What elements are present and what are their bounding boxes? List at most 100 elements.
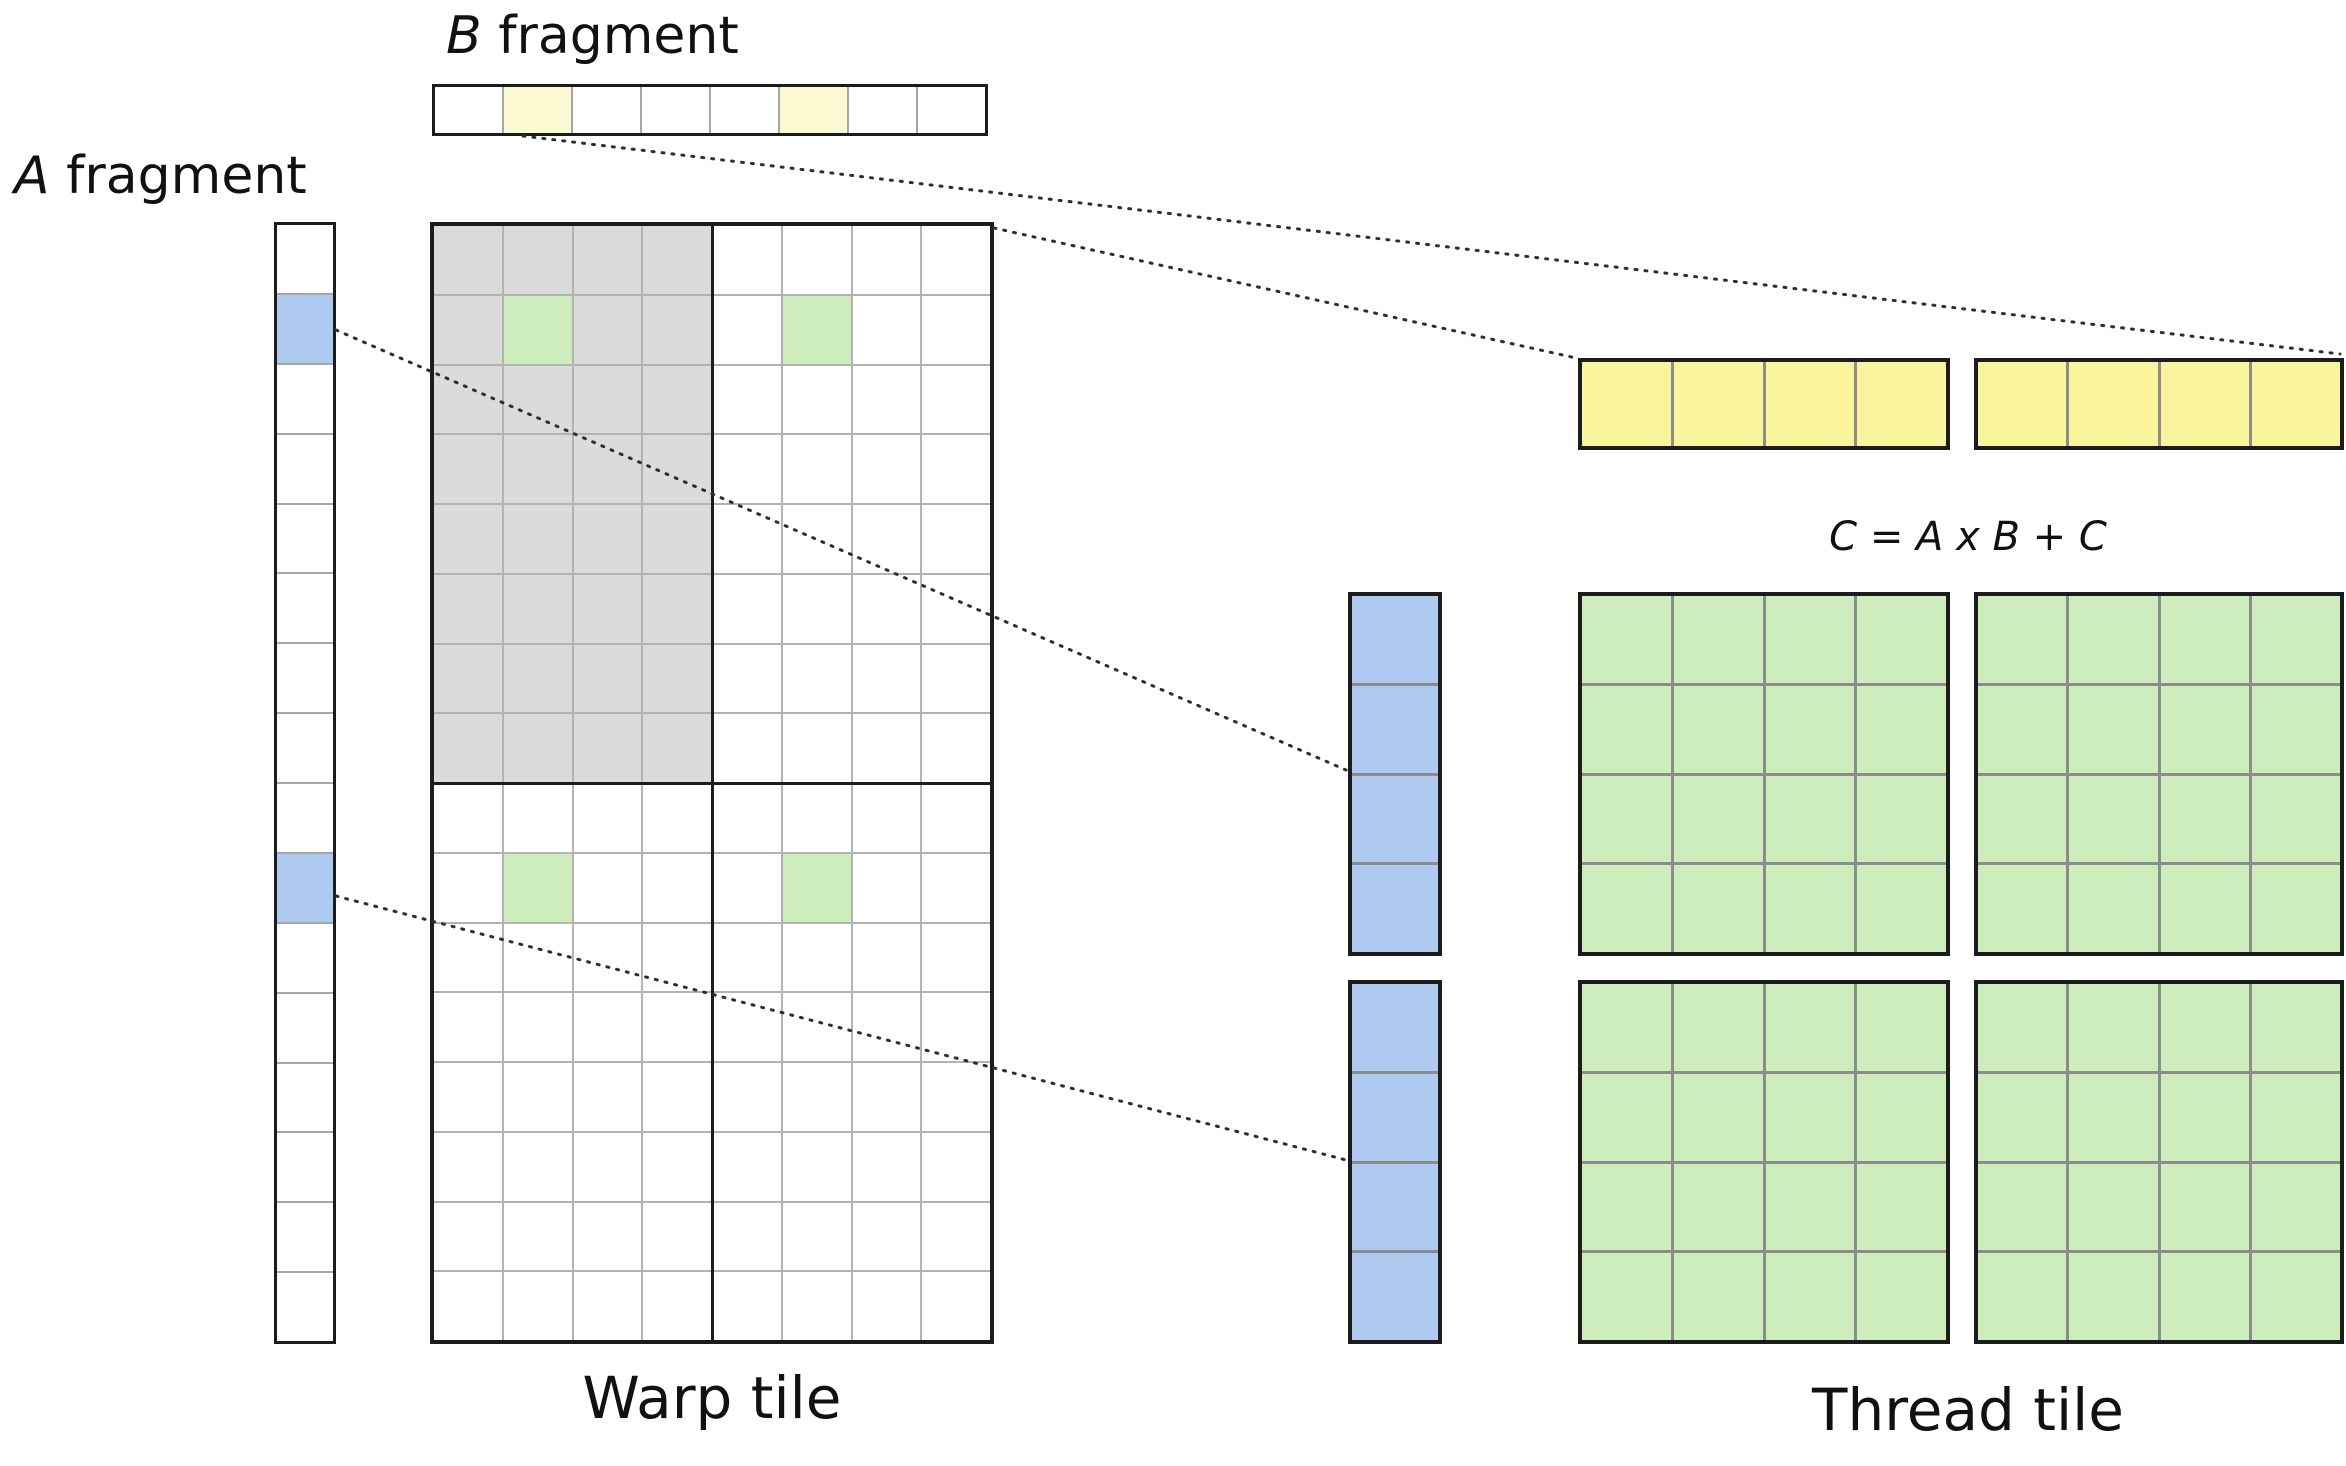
warp-tile-cell [782, 295, 851, 364]
thread-tile-cell [2160, 1163, 2249, 1251]
warp-tile-cell [643, 1132, 711, 1201]
warp-tile-cell [503, 365, 572, 434]
thread-tile-grid-2 [1974, 592, 2344, 956]
warp-tile-cell [782, 853, 851, 922]
warp-tile-cell [503, 1063, 572, 1131]
warp-tile-cell [434, 1272, 502, 1340]
warp-tile-cell [782, 226, 851, 294]
a-zoom-cell [1352, 1163, 1438, 1251]
warp-tile-cell [713, 1063, 781, 1131]
thread-tile-cell [1582, 1163, 1671, 1251]
b-zoom-cell [2160, 362, 2249, 446]
thread-tile-cell [1582, 685, 1671, 773]
warp-tile-cell [573, 1132, 642, 1201]
warp-tile-cell [852, 1132, 921, 1201]
warp-tile-cell [643, 365, 711, 434]
b-fragment-cell [435, 87, 502, 133]
thread-tile-cell [2251, 775, 2340, 863]
thread-tile-label: Thread tile [1812, 1376, 2124, 1444]
thread-tile-cell [2251, 984, 2340, 1071]
warp-tile-cell [643, 1272, 711, 1340]
warp-tile-cell [782, 1202, 851, 1271]
warp-tile-cell [713, 1132, 781, 1201]
thread-tile-cell [1978, 984, 2067, 1071]
warp-tile-cell [573, 853, 642, 922]
warp-tile-cell [782, 644, 851, 713]
thread-tile-cell [1978, 685, 2067, 773]
warp-tile-cell [852, 226, 921, 294]
thread-tile-cell [2069, 865, 2158, 952]
a-zoom-strip-1 [1348, 592, 1442, 956]
a-fragment-cell [277, 574, 333, 643]
warp-tile-cell [434, 295, 502, 364]
a-zoom-strip-2 [1348, 980, 1442, 1344]
warp-tile-cell [782, 993, 851, 1061]
a-fragment-cell [277, 504, 333, 573]
a-fragment-cell [277, 714, 333, 782]
warp-tile-cell [503, 505, 572, 573]
thread-tile-cell [1582, 865, 1671, 952]
thread-tile-cell [2069, 1073, 2158, 1161]
warp-tile-cell [434, 1132, 502, 1201]
thread-tile-cell [1857, 1163, 1946, 1251]
b-zoom-cell [2251, 362, 2340, 446]
warp-tile-cell [573, 226, 642, 294]
warp-tile-cell [713, 505, 781, 573]
thread-tile-cell [2251, 685, 2340, 773]
thread-tile-cell [1857, 984, 1946, 1071]
b-fragment-strip [432, 84, 988, 136]
a-fragment-label-text: fragment [49, 146, 307, 206]
warp-tile-cell [852, 993, 921, 1061]
warp-tile-cell [852, 505, 921, 573]
thread-tile-cell [1673, 685, 1763, 773]
a-fragment-cell [277, 294, 333, 363]
warp-tile-label: Warp tile [582, 1364, 842, 1432]
a-zoom-cell [1352, 685, 1438, 773]
warp-tile-cell [503, 295, 572, 364]
warp-tile-cell [782, 505, 851, 573]
warp-tile-cell [503, 435, 572, 503]
b-zoom-cell [1582, 362, 1671, 446]
b-fragment-cell [573, 87, 640, 133]
warp-tile-cell [713, 574, 781, 643]
warp-tile-cell [434, 1063, 502, 1131]
a-zoom-cell [1352, 775, 1438, 863]
warp-tile-cell [573, 993, 642, 1061]
warp-tile-cell [713, 226, 781, 294]
thread-tile-cell [2160, 685, 2249, 773]
a-fragment-cell [277, 923, 333, 992]
warp-tile-cell [922, 505, 990, 573]
warp-tile-cell [434, 853, 502, 922]
warp-tile-cell [573, 1202, 642, 1271]
warp-tile-cell [643, 1063, 711, 1131]
warp-tile-grid [430, 222, 994, 1344]
warp-tile-cell [852, 435, 921, 503]
warp-tile-cell [922, 574, 990, 643]
thread-tile-cell [1857, 596, 1946, 683]
thread-tile-cell [2160, 865, 2249, 952]
warp-tile-cell [503, 574, 572, 643]
thread-tile-cell [1857, 775, 1946, 863]
thread-tile-grid-3 [1578, 980, 1950, 1344]
thread-tile-cell [2069, 775, 2158, 863]
thread-tile-cell [2160, 1073, 2249, 1161]
b-zoom-strip-1 [1578, 358, 1950, 450]
warp-tile-cell [782, 1132, 851, 1201]
warp-tile-cell [782, 1272, 851, 1340]
warp-tile-cell [573, 365, 642, 434]
warp-tile-cell [922, 365, 990, 434]
thread-tile-cell [1582, 596, 1671, 683]
thread-tile-cell [2069, 984, 2158, 1071]
thread-tile-cell [1673, 775, 1763, 863]
b-fragment-cell [849, 87, 916, 133]
b-fragment-connector-left [992, 226, 1578, 360]
warp-tile-cell [922, 993, 990, 1061]
warp-tile-cell [643, 435, 711, 503]
thread-tile-cell [2160, 1253, 2249, 1340]
warp-tile-cell [573, 714, 642, 782]
warp-tile-cell [434, 435, 502, 503]
warp-tile-cell [782, 574, 851, 643]
warp-tile-cell [573, 1063, 642, 1131]
b-zoom-cell [1765, 362, 1855, 446]
